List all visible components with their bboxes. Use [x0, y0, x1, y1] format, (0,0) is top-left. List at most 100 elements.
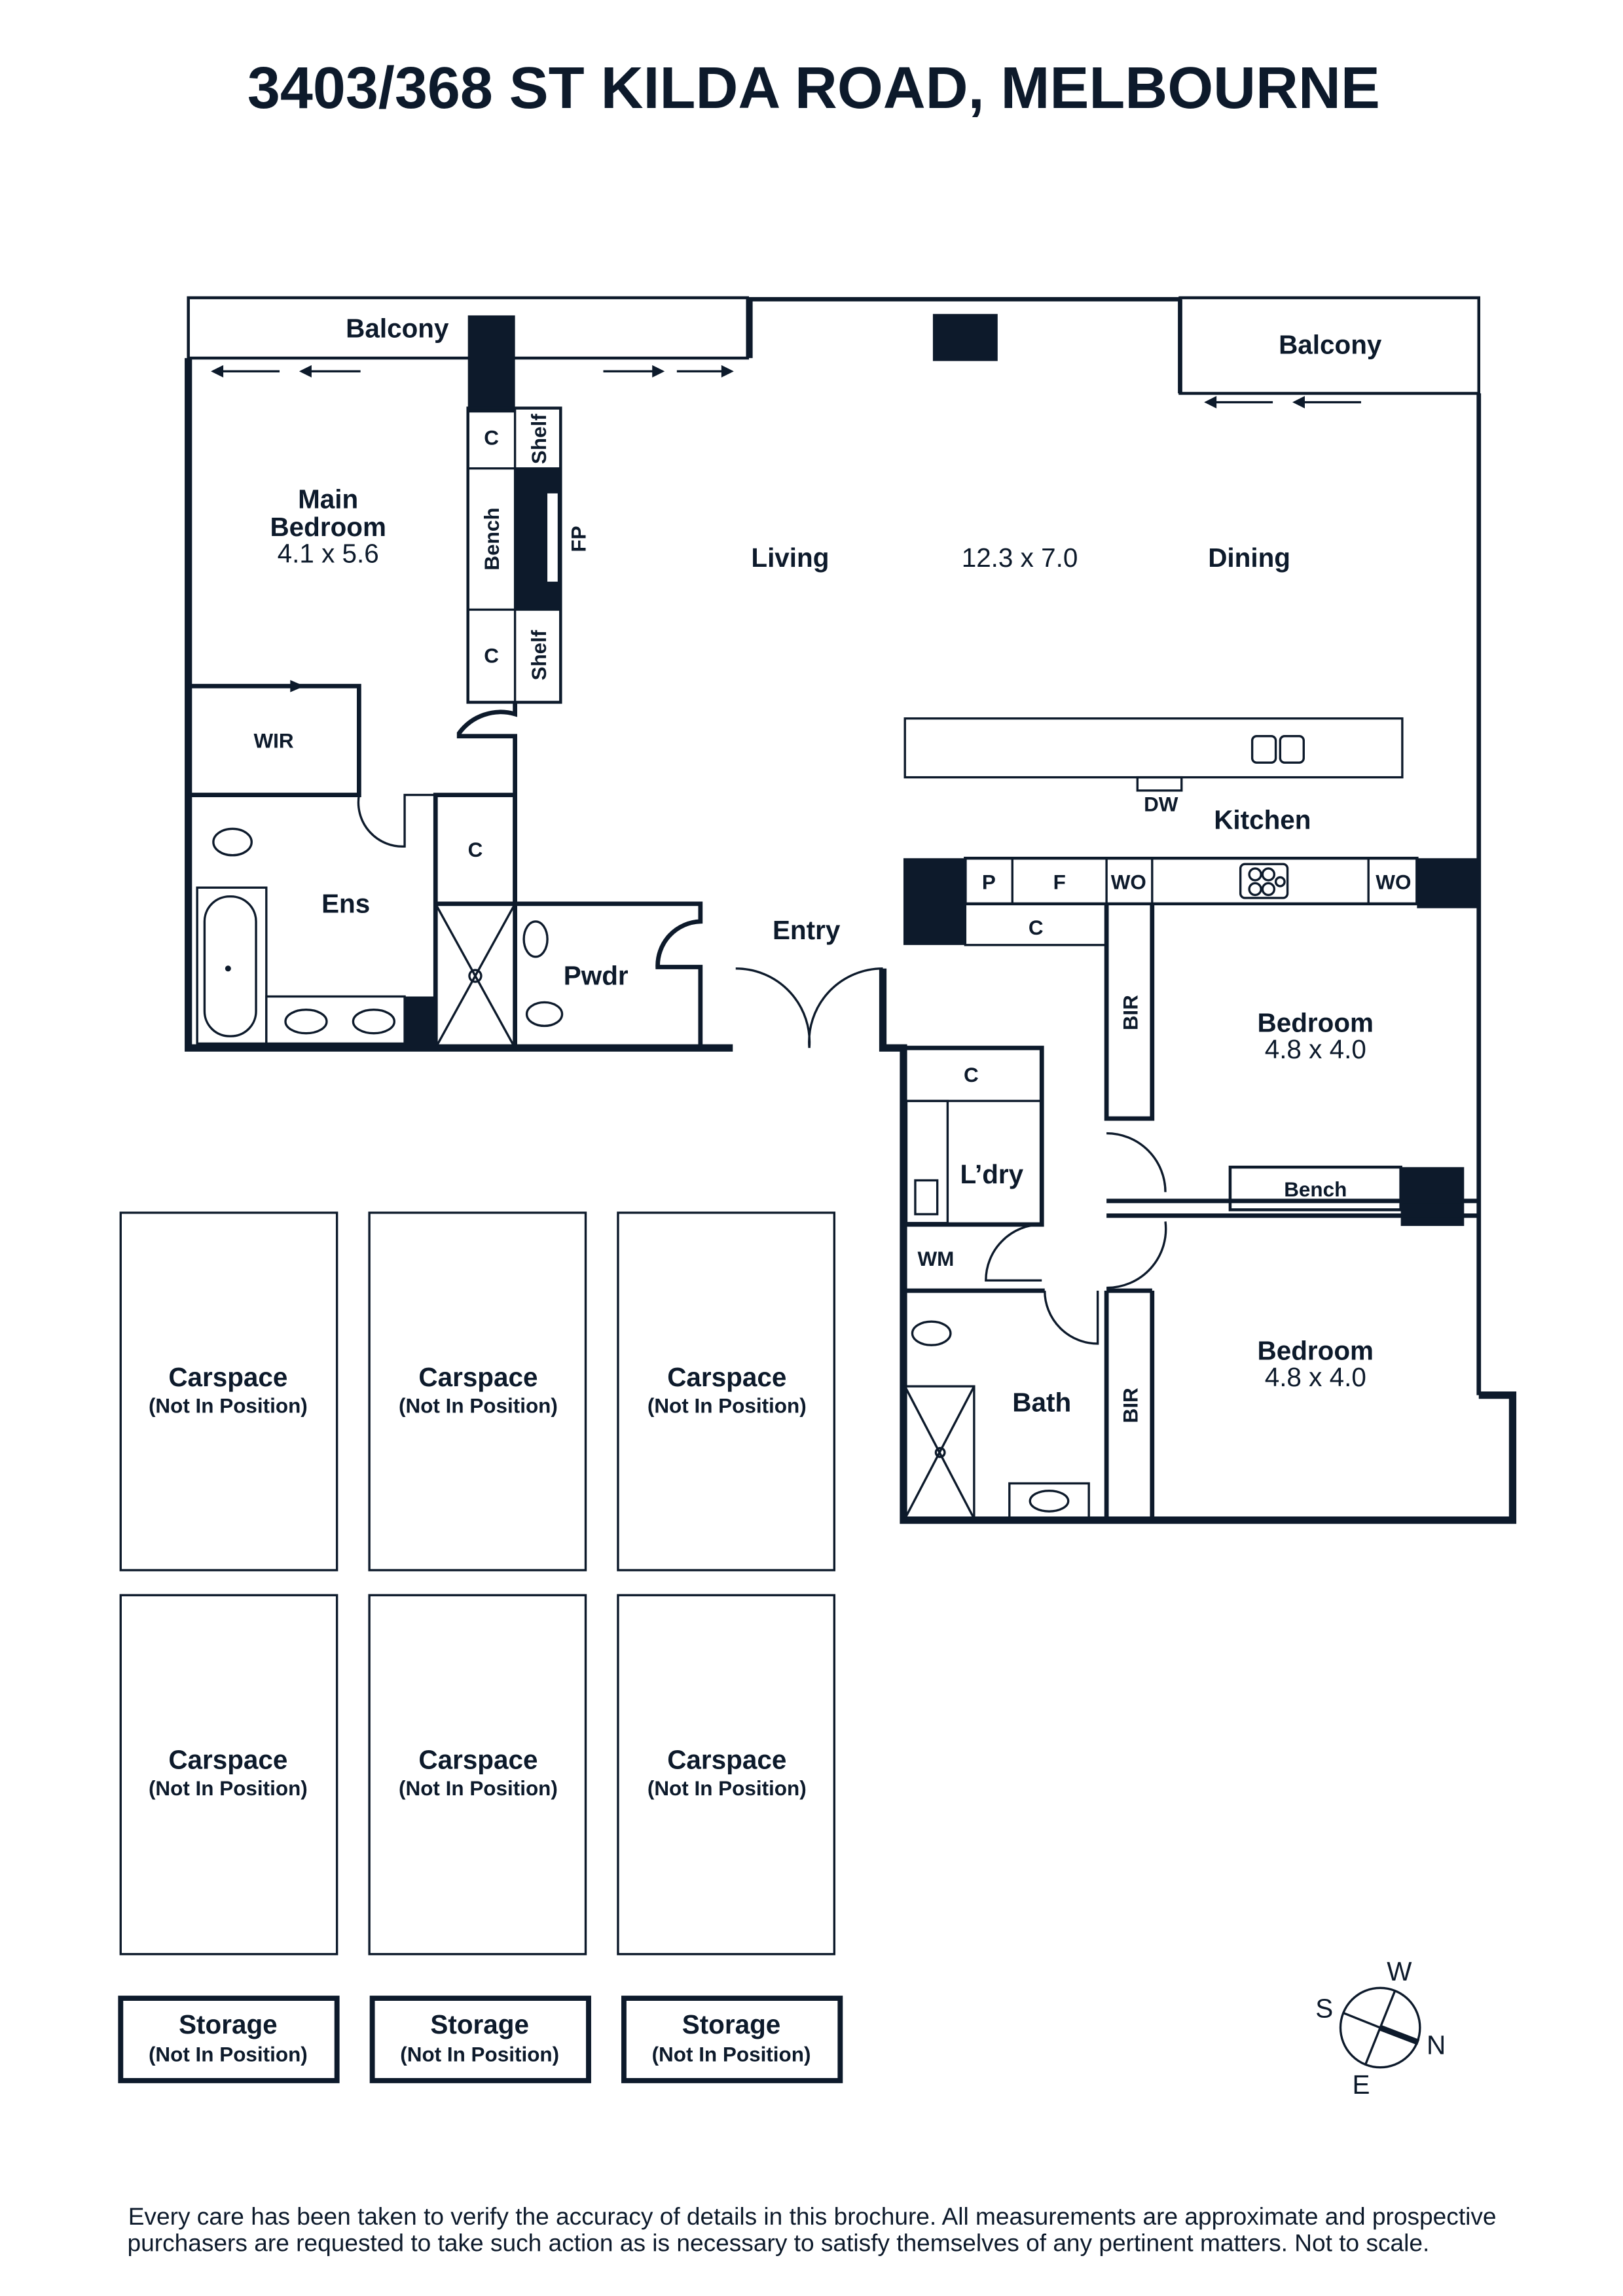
cupboard-label: C — [1029, 916, 1044, 939]
room-label-main-bedroom: Main — [298, 484, 358, 514]
bir-label: BIR — [1119, 1388, 1142, 1423]
basin — [352, 1009, 396, 1035]
room-label-living: Living — [751, 543, 829, 573]
bath-tub — [196, 886, 268, 1045]
room-dimension: 4.8 x 4.0 — [1265, 1034, 1366, 1064]
bir-wall — [1104, 1288, 1155, 1520]
washing-machine-label: WM — [917, 1247, 954, 1270]
bath-tub — [203, 895, 257, 1037]
floor-plan: C C Shelf Shelf Bench FP C DW — [185, 296, 1517, 1524]
ens-door — [357, 793, 436, 848]
bench — [1228, 1165, 1402, 1211]
bench-label: Bench — [481, 507, 503, 570]
room-label-bath: Bath — [1012, 1387, 1071, 1417]
shower — [434, 903, 517, 1049]
carspace: Carspace (Not In Position) — [368, 1594, 587, 1956]
room-dimension: 12.3 x 7.0 — [962, 543, 1078, 573]
toilet — [525, 1001, 564, 1028]
pwdr-wall — [515, 901, 703, 1049]
carspace: Carspace (Not In Position) — [119, 1594, 338, 1956]
room-label-pwdr: Pwdr — [564, 961, 629, 991]
outer-wall — [879, 968, 1517, 1524]
bench-label: Bench — [1284, 1178, 1347, 1201]
dishwasher — [1136, 776, 1183, 792]
storage-label: Storage — [430, 2009, 529, 2039]
basin — [522, 920, 549, 958]
fridge-label: F — [1053, 870, 1066, 893]
laundry-sink — [914, 1179, 939, 1215]
bir-label: BIR — [1119, 995, 1142, 1030]
room-label-dining: Dining — [1208, 543, 1290, 573]
cooktop — [1239, 863, 1289, 899]
shelf-label: Shelf — [528, 630, 551, 680]
storage: Storage (Not In Position) — [621, 1996, 843, 2083]
shower-drain — [468, 969, 483, 983]
vanity — [265, 995, 406, 1045]
room-label-balcony: Balcony — [346, 314, 449, 344]
sink — [1250, 735, 1277, 764]
bedroom-door — [1106, 1221, 1167, 1289]
storage: Storage(Not In Position) — [369, 1996, 591, 2083]
room-label-laundry: L’dry — [960, 1159, 1023, 1189]
kitchen-island — [903, 717, 1404, 779]
compass-east: E — [1352, 2070, 1370, 2100]
room-label-kitchen: Kitchen — [1214, 804, 1311, 834]
cupboard-label: C — [468, 838, 483, 861]
storage-label: Storage — [179, 2009, 278, 2039]
carspace-label: Carspace — [667, 1362, 786, 1392]
bedroom-door — [456, 702, 517, 904]
outer-wall — [185, 358, 733, 1052]
laundry-door — [985, 1223, 1042, 1282]
disclaimer-line: purchasers are requested to take such ac… — [128, 2229, 1430, 2257]
room-dimension: 4.1 x 5.6 — [278, 538, 379, 568]
carspace: Carspace(Not In Position) — [119, 1211, 338, 1571]
column — [932, 314, 998, 361]
vanity — [1008, 1482, 1090, 1520]
carspace-label: Carspace — [168, 1744, 287, 1774]
carspace-note: (Not In Position) — [647, 1777, 807, 1800]
pantry-label: P — [982, 870, 996, 893]
cupboard-label: C — [484, 427, 499, 450]
linen-cupboard — [433, 793, 517, 1050]
room-label-ens: Ens — [321, 888, 370, 918]
basin — [1029, 1489, 1070, 1513]
carspace: Carspace (Not In Position) — [617, 1594, 836, 1956]
room-label-bedroom: Bedroom — [1258, 1007, 1374, 1037]
bir-wall — [1104, 903, 1155, 1121]
storage-note: (Not In Position) — [149, 2043, 308, 2066]
carspace-label: Carspace — [418, 1744, 538, 1774]
cupboard-label: C — [964, 1064, 979, 1086]
basin — [284, 1009, 328, 1035]
storage-note: (Not In Position) — [652, 2043, 811, 2066]
entry-door — [735, 967, 883, 1049]
column — [1417, 858, 1480, 908]
compass-icon: W S N E — [1315, 1956, 1446, 2100]
toilet — [212, 827, 253, 857]
laundry-trough — [905, 1100, 949, 1225]
bath-door — [1044, 1291, 1099, 1345]
compass-north: N — [1427, 2030, 1446, 2060]
room-label-bedroom: Bedroom — [1258, 1336, 1374, 1366]
laundry-wall — [903, 1045, 1045, 1293]
carspace-note: (Not In Position) — [399, 1395, 558, 1418]
carspace: Carspace(Not In Position) — [617, 1211, 836, 1571]
room-label-wir: WIR — [253, 730, 293, 753]
compass-west: W — [1387, 1956, 1412, 1986]
column — [467, 315, 515, 413]
storage-label: Storage — [682, 2009, 781, 2039]
carspace-label: Carspace — [667, 1744, 786, 1774]
fireplace-label: FP — [568, 526, 591, 552]
storage-units: Storage (Not In Position) Storage (Not In … — [118, 1996, 843, 2083]
shower — [903, 1385, 976, 1520]
toilet — [911, 1320, 952, 1346]
sink — [1279, 735, 1305, 764]
dishwasher-label: DW — [1144, 793, 1178, 816]
wall-oven-label: WO — [1111, 870, 1146, 893]
carspaces: Carspace (Not In Position) Carspace (Not I… — [119, 1211, 836, 1956]
column — [405, 996, 436, 1049]
carspace-note: (Not In Position) — [399, 1777, 558, 1800]
carspace-note: (Not In Position) — [149, 1777, 308, 1800]
carspace: Carspace(Not In Position) — [368, 1211, 587, 1571]
cupboard-label: C — [484, 644, 499, 667]
